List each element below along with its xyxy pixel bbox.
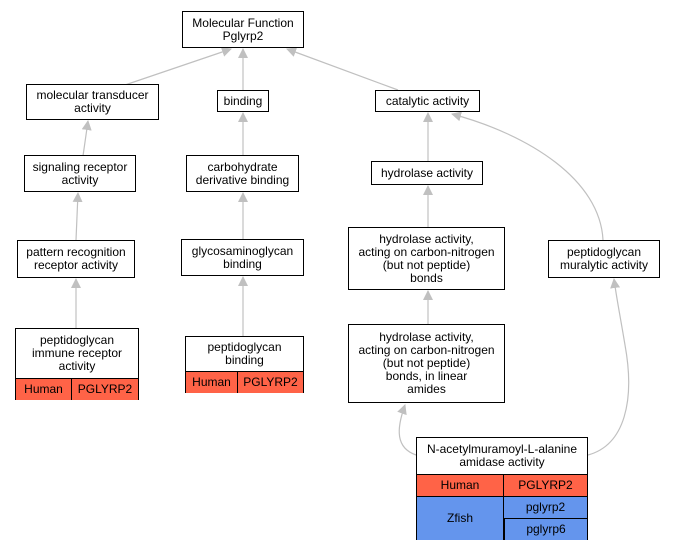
node-molecular-function-root[interactable]: Molecular Function Pglyrp2 (182, 11, 304, 48)
gene-cell-pglyrp2[interactable]: PGLYRP2 (71, 379, 138, 400)
node-label-line: acting on carbon-nitrogen (358, 343, 495, 357)
node-peptidoglycan-muralytic-activity[interactable]: peptidoglycan muralytic activity (548, 240, 660, 278)
node-label-line: hydrolase activity, (379, 330, 474, 344)
node-binding[interactable]: binding (217, 90, 269, 112)
node-label-line: binding (223, 256, 262, 271)
node-label-line: hydrolase activity (380, 165, 474, 180)
node-label-line: bonds, in linear (385, 369, 468, 383)
node-label-line: amides (407, 382, 446, 396)
gene-cell-pglyrp2-zfish[interactable]: pglyrp2 (504, 497, 587, 518)
node-label-line: (but not peptide) (382, 356, 471, 370)
edge-signaling-to-transducer (81, 120, 92, 157)
node-label-line: hydrolase activity, (379, 231, 474, 246)
node-title: N-acetylmuramoyl-L-alanine amidase activ… (417, 438, 587, 474)
annotation-row-human: Human PGLYRP2 (186, 371, 303, 393)
node-label-line: peptidoglycan (566, 245, 642, 259)
node-catalytic-activity[interactable]: catalytic activity (375, 90, 480, 112)
node-label-line: binding (225, 353, 264, 367)
node-label-line: molecular transducer (36, 88, 149, 102)
annotation-row-human: Human PGLYRP2 (16, 378, 138, 400)
node-label-line: N-acetylmuramoyl-L-alanine (426, 442, 578, 456)
node-title: peptidoglycan immune receptor activity (16, 329, 138, 378)
edge-pattern-to-signaling (72, 192, 83, 241)
node-label-line: catalytic activity (385, 93, 470, 108)
node-label-line: activity (74, 101, 111, 115)
node-peptidoglycan-binding[interactable]: peptidoglycan binding Human PGLYRP2 (185, 336, 304, 393)
node-label-line: carbohydrate (207, 159, 278, 174)
node-label-line: signaling receptor (32, 159, 128, 174)
node-signaling-receptor-activity[interactable]: signaling receptor activity (24, 155, 136, 192)
edge-amidase-to-muralytic (587, 278, 630, 456)
node-label-line: acting on carbon-nitrogen (358, 244, 495, 259)
node-title: peptidoglycan binding (186, 337, 303, 371)
edge-amidase-to-linear (397, 404, 417, 456)
node-hydrolase-activity-linear-amides[interactable]: hydrolase activity, acting on carbon-nit… (348, 324, 505, 403)
gene-cell-pglyrp2[interactable]: PGLYRP2 (503, 475, 587, 496)
node-hydrolase-activity-carbon-nitrogen[interactable]: hydrolase activity, acting on carbon-nit… (348, 227, 505, 290)
node-label-line: pattern recognition (26, 245, 126, 259)
node-carbohydrate-derivative-binding[interactable]: carbohydrate derivative binding (186, 155, 299, 192)
node-peptidoglycan-immune-receptor-activity[interactable]: peptidoglycan immune receptor activity H… (15, 328, 139, 400)
species-cell-zfish: Zfish (417, 497, 503, 540)
node-label-line: Pglyrp2 (222, 28, 264, 43)
node-label-line: activity (58, 359, 96, 373)
zfish-gene-list: pglyrp2 pglyrp6 (503, 497, 587, 540)
node-label-line: activity (61, 172, 99, 187)
node-hydrolase-activity[interactable]: hydrolase activity (371, 161, 483, 185)
node-label-line: Molecular Function (192, 15, 294, 30)
node-molecular-transducer-activity[interactable]: molecular transducer activity (26, 84, 159, 120)
node-label-line: glycosaminoglycan (191, 243, 294, 258)
node-label-line: immune receptor (31, 346, 123, 360)
node-n-acetylmuramoyl-l-alanine-amidase-activity[interactable]: N-acetylmuramoyl-L-alanine amidase activ… (416, 437, 588, 540)
edge-catalytic-to-root (286, 47, 399, 91)
annotation-row-human: Human PGLYRP2 (417, 474, 587, 496)
annotation-row-zfish: Zfish pglyrp2 pglyrp6 (417, 496, 587, 540)
node-label-line: amidase activity (459, 455, 545, 469)
node-label-line: peptidoglycan (207, 340, 282, 354)
node-glycosaminoglycan-binding[interactable]: glycosaminoglycan binding (181, 239, 304, 276)
species-cell-human: Human (16, 379, 71, 400)
node-pattern-recognition-receptor-activity[interactable]: pattern recognition receptor activity (17, 240, 135, 278)
species-cell-human: Human (186, 372, 237, 393)
gene-cell-pglyrp6-zfish[interactable]: pglyrp6 (504, 518, 587, 540)
node-label-line: bonds (410, 270, 443, 285)
gene-cell-pglyrp2[interactable]: PGLYRP2 (237, 372, 303, 393)
node-label-line: muralytic activity (559, 258, 648, 272)
node-label-line: binding (223, 93, 263, 108)
node-label-line: receptor activity (33, 258, 119, 272)
edge-transducer-to-root (124, 47, 232, 86)
node-label-line: peptidoglycan (39, 333, 115, 347)
species-cell-human: Human (417, 475, 503, 496)
node-label-line: derivative binding (195, 172, 290, 187)
node-label-line: (but not peptide) (382, 257, 471, 272)
edge-muralytic-to-catalytic (451, 111, 604, 241)
